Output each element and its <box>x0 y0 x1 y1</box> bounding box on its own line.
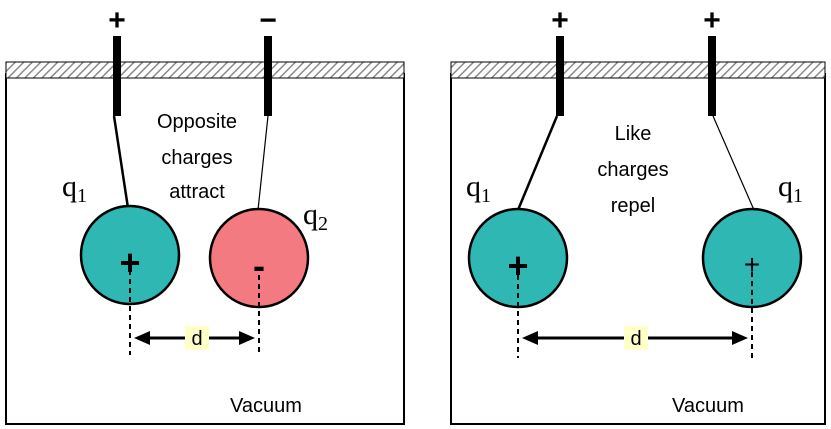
left-ceiling-hatch <box>5 61 405 79</box>
left-terminal-negative-rod <box>264 36 272 116</box>
right-distance-arrowhead-left <box>522 331 538 345</box>
right-thread-right <box>712 115 755 211</box>
right-terminal-left-rod <box>556 36 564 116</box>
right-thread-left <box>516 115 559 211</box>
left-caption-line-1: Opposite <box>157 111 237 133</box>
left-label-q2: q2 <box>303 198 328 235</box>
right-terminal-right-rod <box>708 36 716 116</box>
left-container <box>5 73 405 425</box>
right-label-left: q1 <box>466 170 491 207</box>
left-sphere-q1 <box>79 204 181 306</box>
right-caption-line-3: repel <box>611 195 655 217</box>
right-label-left-letter: q <box>466 170 481 203</box>
right-caption-line-1: Like <box>615 123 652 145</box>
right-distance-label: d <box>630 328 641 350</box>
left-thread-q2 <box>257 115 269 211</box>
left-distance-arrowhead-left <box>134 331 150 345</box>
right-label-right-sub: 1 <box>793 185 803 207</box>
right-distance-label-bg <box>624 326 648 350</box>
left-label-q2-letter: q <box>303 198 318 231</box>
right-label-left-sub: 1 <box>481 185 491 207</box>
left-thread-q1 <box>112 115 130 209</box>
right-sphere-right <box>701 207 803 309</box>
left-sphere-q1-sign: + <box>119 242 140 283</box>
right-medium-label: Vacuum <box>672 395 744 417</box>
right-sphere-left-sign: + <box>507 245 528 286</box>
right-terminal-right-sign: + <box>703 4 721 37</box>
right-sphere-right-sign: + <box>744 249 760 280</box>
left-distance-arrowhead-right <box>239 331 255 345</box>
left-medium-label: Vacuum <box>230 395 302 417</box>
left-label-q1-letter: q <box>62 170 77 203</box>
right-distance-arrowhead-right <box>732 331 748 345</box>
left-terminal-negative-sign: − <box>259 4 277 37</box>
left-distance-label-bg <box>185 326 209 350</box>
left-caption-line-3: attract <box>169 181 225 203</box>
left-label-q1: q1 <box>62 170 87 207</box>
left-panel: + − Opposite charges attract + - q1 q2 d… <box>5 4 405 425</box>
right-label-right: q1 <box>778 170 803 207</box>
left-label-q2-sub: 2 <box>318 213 328 235</box>
left-caption-line-2: charges <box>161 147 232 169</box>
left-sphere-q2-sign: - <box>253 245 265 286</box>
right-panel: + + Like charges repel + + q1 q1 d Vacuu… <box>450 4 826 425</box>
right-ceiling-hatch <box>450 61 826 79</box>
left-terminal-positive-rod <box>113 36 121 116</box>
left-terminal-positive-sign: + <box>108 4 126 37</box>
right-label-right-letter: q <box>778 170 793 203</box>
left-distance-label: d <box>191 328 202 350</box>
right-caption-line-2: charges <box>597 159 668 181</box>
right-terminal-left-sign: + <box>551 4 569 37</box>
left-label-q1-sub: 1 <box>77 185 87 207</box>
